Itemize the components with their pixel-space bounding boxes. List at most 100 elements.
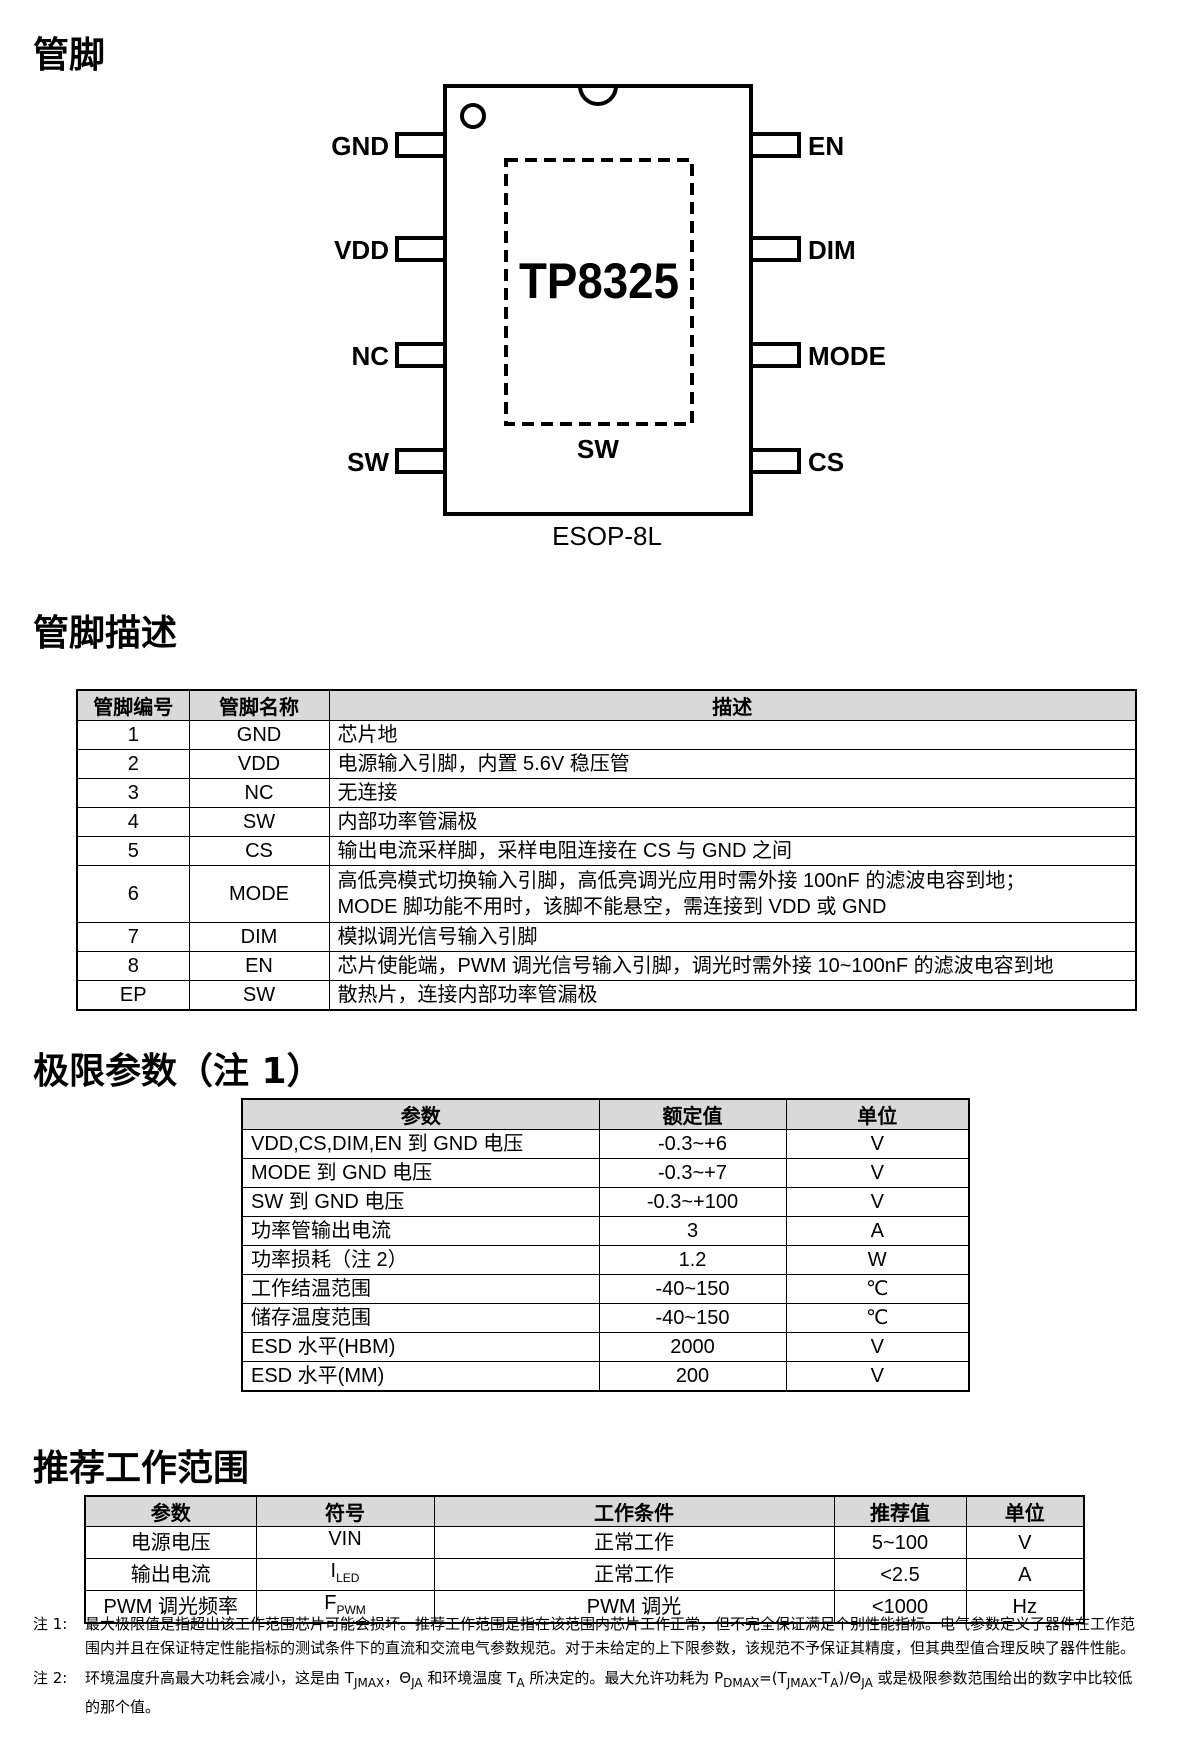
unit: V [965,1526,1085,1559]
col-header: 工作条件 [433,1495,835,1527]
unit: ℃ [785,1303,970,1333]
col-header: 单位 [785,1098,970,1130]
left-pins: GND VDD NC SW [331,131,447,477]
section-title-pinout: 管脚 [33,35,106,76]
pin-description: 散热片，连接内部功率管漏极 [328,980,1137,1011]
pin-number: EP [76,980,190,1011]
pin-name: MODE [188,865,330,923]
pin-2-lead [395,236,447,262]
condition: 正常工作 [433,1558,835,1591]
param-name: 电源电压 [84,1526,257,1559]
pin-name: EN [188,951,330,981]
rating-value: -0.3~+6 [598,1129,787,1159]
pin-name: DIM [188,922,330,952]
unit: ℃ [785,1274,970,1304]
table-row: 输出电流 ILED 正常工作 <2.5 A [84,1558,1085,1591]
chip-notch [578,85,618,106]
table-row: EP SW 散热片，连接内部功率管漏极 [76,980,1137,1011]
exposed-pad [504,158,694,426]
table-row: 1 GND 芯片地 [76,720,1137,750]
pin-name: NC [188,778,330,808]
table-header-row: 参数 符号 工作条件 推荐值 单位 [84,1495,1085,1527]
rating-value: 3 [598,1216,787,1246]
recommended-table: 参数 符号 工作条件 推荐值 单位 电源电压 VIN 正常工作 5~100 V … [84,1495,1085,1624]
param-name: VDD,CS,DIM,EN 到 GND 电压 [241,1129,600,1159]
pin-8-lead [749,132,801,158]
col-header: 推荐值 [833,1495,967,1527]
recommended-value: 5~100 [833,1526,967,1559]
table-row: PWM 调光频率 FPWM PWM 调光 <1000 Hz [84,1590,1085,1624]
rating-value: -40~150 [598,1274,787,1304]
pin-number: 5 [76,836,190,866]
unit: V [785,1361,970,1392]
pin-3-lead [395,342,447,368]
unit: V [785,1187,970,1217]
pin-description-table: 管脚编号 管脚名称 描述 1 GND 芯片地 2 VDD 电源输入引脚，内置 5… [76,689,1137,1011]
pin-description: 电源输入引脚，内置 5.6V 稳压管 [328,749,1137,779]
unit: Hz [965,1590,1085,1624]
pin-number: 2 [76,749,190,779]
symbol-text: F [324,1592,337,1614]
pin-description-line: 高低亮模式切换输入引脚，高低亮调光应用时需外接 100nF 的滤波电容到地； [337,870,1026,892]
table-row: 5 CS 输出电流采样脚，采样电阻连接在 CS 与 GND 之间 [76,836,1137,866]
pad-label: SW [577,434,619,464]
symbol-subscript: LED [336,1571,360,1585]
package-label: ESOP-8L [552,521,662,551]
condition: PWM 调光 [433,1590,835,1624]
notes: 注 1: 最大极限值是指超出该工作范围芯片可能会损坏。推荐工作范围是指在该范围内… [33,1612,1143,1719]
pin-description: 芯片地 [328,720,1137,750]
pin-number: 7 [76,922,190,952]
note-1: 注 1: 最大极限值是指超出该工作范围芯片可能会损坏。推荐工作范围是指在该范围内… [33,1612,1143,1660]
pin-name: VDD [188,749,330,779]
col-header: 参数 [241,1098,600,1130]
pin-name: SW [188,807,330,837]
pin-description-line: MODE 脚功能不用时，该脚不能悬空，需连接到 VDD 或 GND [337,896,887,918]
col-header: 额定值 [598,1098,787,1130]
rating-value: 200 [598,1361,787,1392]
table-header-row: 管脚编号 管脚名称 描述 [76,689,1137,721]
param-name: 功率管输出电流 [241,1216,600,1246]
table-row: 3 NC 无连接 [76,778,1137,808]
param-name: 工作结温范围 [241,1274,600,1304]
pinout-diagram: TP8325 SW GND VDD NC SW EN DIM MODE CS E… [331,84,886,551]
unit: A [965,1558,1085,1591]
section-title-recommended: 推荐工作范围 [33,1448,250,1489]
rating-value: 1.2 [598,1245,787,1275]
pin-4-label: SW [347,447,389,477]
param-name: SW 到 GND 电压 [241,1187,600,1217]
pin-name: CS [188,836,330,866]
pin-6-label: MODE [808,341,886,371]
note-text: 最大极限值是指超出该工作范围芯片可能会损坏。推荐工作范围是指在该范围内芯片工作正… [85,1615,1136,1657]
note-label: 注 1: [33,1615,68,1633]
param-name: MODE 到 GND 电压 [241,1158,600,1188]
right-pins: EN DIM MODE CS [749,131,886,477]
param-name: 储存温度范围 [241,1303,600,1333]
pin-3-label: NC [351,341,389,371]
rating-value: -40~150 [598,1303,787,1333]
chip-name: TP8325 [519,253,679,309]
param-name: ESD 水平(HBM) [241,1332,600,1362]
col-header: 管脚名称 [188,689,330,721]
pin1-marker [460,103,486,129]
recommended-value: <1000 [833,1590,967,1624]
rating-value: 2000 [598,1332,787,1362]
symbol: VIN [255,1526,435,1559]
pin-number: 4 [76,807,190,837]
param-name: 功率损耗（注 2） [241,1245,600,1275]
unit: V [785,1129,970,1159]
pin-description: 芯片使能端，PWM 调光信号输入引脚，调光时需外接 10~100nF 的滤波电容… [328,951,1137,981]
pin-number: 3 [76,778,190,808]
note-2: 注 2: 环境温度升高最大功耗会减小，这是由 TJMAX，ΘJA 和环境温度 T… [33,1666,1143,1719]
param-name: ESD 水平(MM) [241,1361,600,1392]
pin-number: 1 [76,720,190,750]
param-name: 输出电流 [84,1558,257,1591]
table-row: 4 SW 内部功率管漏极 [76,807,1137,837]
table-row: 工作结温范围-40~150℃ [241,1274,970,1304]
